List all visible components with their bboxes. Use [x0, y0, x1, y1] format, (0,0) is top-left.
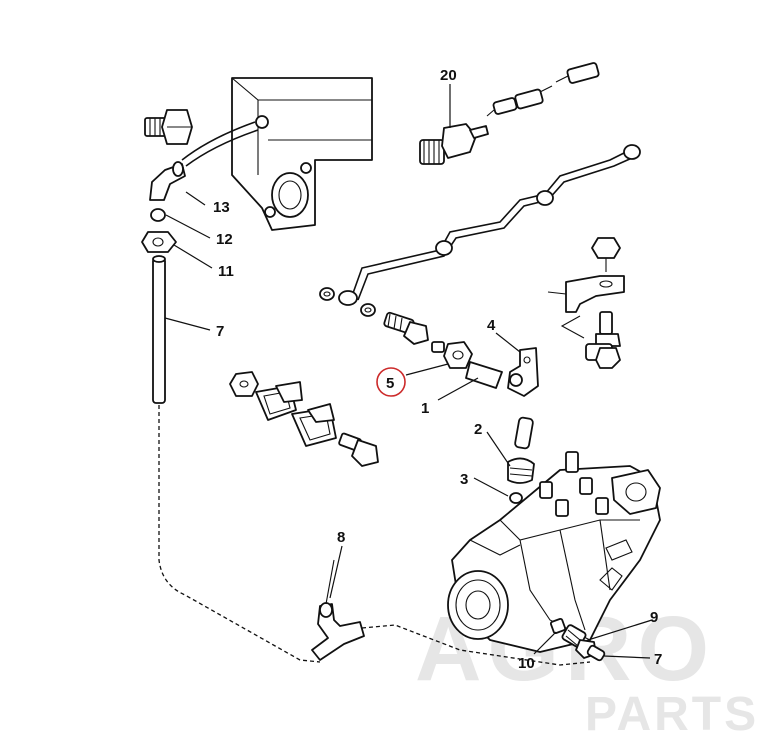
elbow-fitting — [149, 161, 186, 201]
mounting-bracket — [547, 237, 625, 369]
t-piece-fitting — [311, 559, 365, 661]
sealing-washer — [319, 287, 335, 301]
wire-connector — [486, 62, 600, 117]
pipe-nut — [443, 341, 473, 369]
banjo-union — [549, 617, 606, 662]
callout-5: 5 — [386, 375, 394, 392]
olive — [150, 208, 166, 222]
injection-pump — [447, 451, 661, 653]
nut — [141, 231, 177, 253]
temperature-sensor — [419, 123, 489, 165]
pipe-vertical — [152, 255, 166, 404]
leak-off-pipe — [338, 144, 641, 306]
callout-labels: 20 13 12 11 7 4 5 1 2 3 8 9 10 7 — [213, 67, 662, 672]
watermark-line2: PARTS — [585, 688, 759, 741]
callout-7-right: 7 — [654, 651, 662, 668]
callout-10: 10 — [518, 655, 535, 672]
short-pipe — [465, 361, 503, 389]
engine-block — [231, 77, 373, 231]
banjo-bolt — [383, 311, 429, 345]
callout-8: 8 — [337, 529, 345, 546]
callout-2: 2 — [474, 421, 482, 438]
callout-7-left: 7 — [216, 323, 224, 340]
callout-20: 20 — [440, 67, 457, 84]
adapter-fitting — [144, 109, 193, 145]
callout-1: 1 — [421, 400, 429, 417]
clip-assembly — [229, 371, 379, 467]
callout-5-highlight: 5 — [376, 367, 406, 397]
callout-4: 4 — [487, 317, 496, 334]
callout-9: 9 — [650, 609, 658, 626]
callout-11: 11 — [218, 263, 234, 280]
delivery-valve-holder — [507, 416, 535, 484]
callout-12: 12 — [216, 231, 233, 248]
pipe-bracket — [507, 347, 539, 397]
callout-13: 13 — [213, 199, 230, 216]
o-ring — [509, 492, 523, 504]
callout-3: 3 — [460, 471, 468, 488]
sealing-washer — [360, 303, 376, 317]
spring-clip — [431, 341, 445, 353]
